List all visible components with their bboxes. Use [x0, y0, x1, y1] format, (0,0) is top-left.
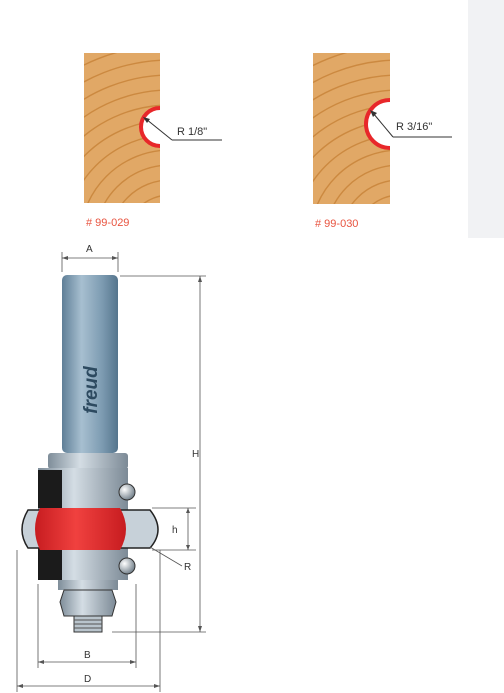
part-number: # 99-030	[315, 218, 358, 230]
bearing-ball	[118, 557, 136, 575]
carbide-wing	[38, 548, 62, 580]
collar	[48, 453, 128, 469]
dimension-small-h-label: h	[172, 525, 178, 536]
wood-block	[313, 53, 390, 204]
hex-nut	[59, 589, 117, 617]
arrow-head	[143, 117, 150, 123]
dimension-h-label: H	[192, 449, 199, 460]
bearing-ball	[118, 483, 136, 501]
cut-profile	[364, 98, 391, 150]
shank	[62, 275, 118, 453]
background-panel	[468, 0, 504, 238]
dimension-d-label: D	[84, 674, 91, 685]
dimension-b-label: B	[84, 650, 91, 661]
brand-logo: freud	[81, 366, 102, 414]
cut-profile	[139, 106, 161, 148]
leader-line	[145, 118, 173, 141]
arrow-head	[370, 110, 377, 117]
leader-line	[372, 112, 394, 138]
radius-label: R 3/16"	[396, 121, 432, 133]
dimension-r-label: R	[184, 562, 191, 573]
cutter-red	[35, 508, 126, 550]
wood-block	[84, 53, 160, 203]
dimension-arrows	[17, 256, 202, 688]
carbide-wing	[38, 470, 62, 508]
router-bit: freud	[21, 275, 159, 633]
dimension-a-label: A	[86, 244, 93, 255]
dimension-lines	[16, 252, 206, 692]
radius-label: R 1/8"	[177, 126, 207, 138]
profile-99-030: R 3/16" # 99-030	[313, 53, 452, 230]
part-number: # 99-029	[86, 217, 129, 229]
profile-99-029: R 1/8" # 99-029	[84, 53, 222, 229]
